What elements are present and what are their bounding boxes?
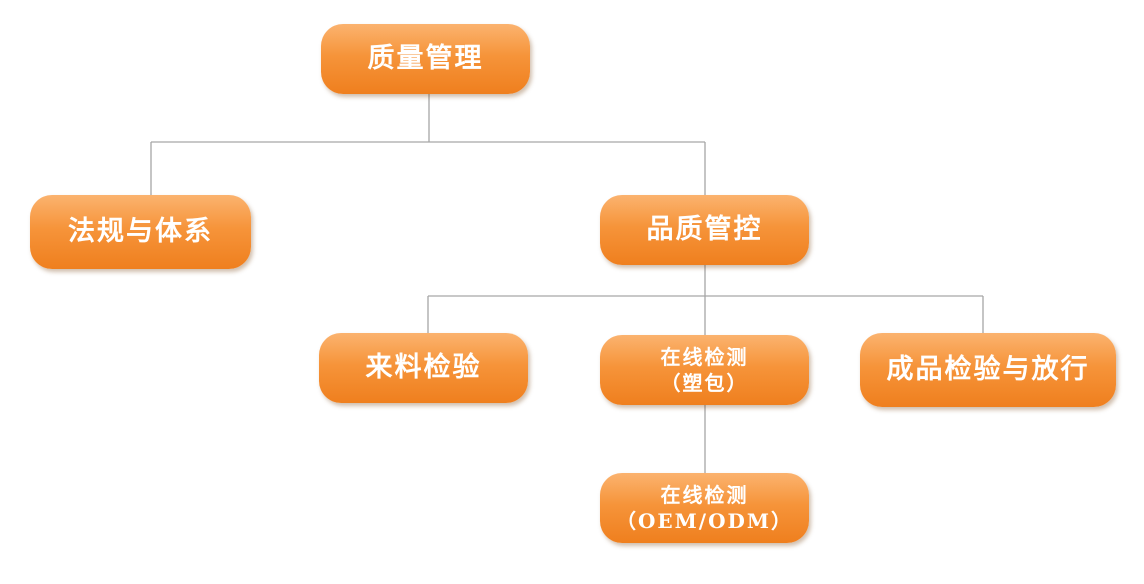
node-regulations-and-system: 法规与体系 [30, 195, 251, 269]
node-quality-management-label: 质量管理 [367, 42, 484, 74]
node-inline-inspection-oem-odm-line1: 在线检测 [660, 483, 749, 507]
node-regulations-and-system-label: 法规与体系 [68, 215, 213, 247]
node-quality-control-label: 品质管控 [646, 213, 763, 245]
node-incoming-inspection: 来料检验 [319, 333, 528, 403]
node-quality-management: 质量管理 [321, 24, 530, 94]
node-inline-inspection-packaging-line2: （塑包） [660, 371, 749, 395]
node-inline-inspection-oem-odm-line2: （OEM/ODM） [615, 509, 793, 533]
node-inline-inspection-packaging-line1: 在线检测 [660, 345, 749, 369]
node-inline-inspection-oem-odm: 在线检测 （OEM/ODM） [600, 473, 809, 543]
node-incoming-inspection-label: 来料检验 [365, 351, 482, 383]
node-quality-control: 品质管控 [600, 195, 809, 265]
node-final-inspection-release-label: 成品检验与放行 [886, 353, 1090, 385]
node-final-inspection-release: 成品检验与放行 [860, 333, 1116, 407]
node-inline-inspection-packaging: 在线检测 （塑包） [600, 335, 809, 405]
